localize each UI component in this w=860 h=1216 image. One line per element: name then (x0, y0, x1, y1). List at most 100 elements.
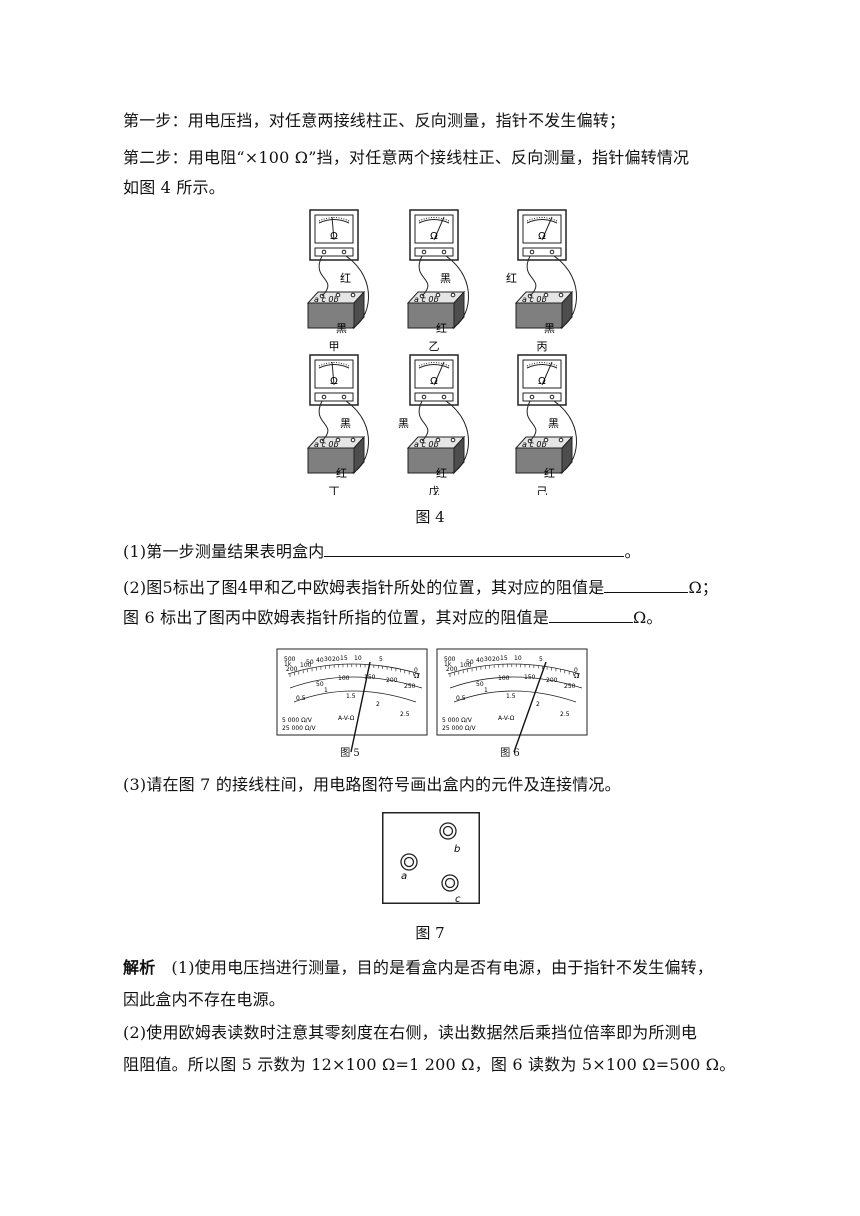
black-box-icon: a c 0b (306, 435, 366, 475)
black-box-icon: a c 0b (406, 435, 466, 475)
ohmmeter-icon: Ω (409, 354, 459, 406)
solution-label: 解析 (123, 958, 156, 977)
scale-label: 200 (446, 666, 458, 673)
scale-label: 2.5 (560, 711, 570, 718)
lead-label-top: 黑 (440, 272, 451, 285)
figure-5-caption: 图 5 (340, 748, 360, 759)
scale-label: 0 (414, 667, 418, 674)
scale-label: 10 (354, 655, 362, 662)
panel-name: 丙 (537, 340, 548, 353)
figure-6-caption: 图 6 (500, 748, 520, 759)
scale-label: 30 (484, 656, 492, 663)
ohmmeter-icon: Ω (517, 209, 567, 261)
scale-label: 50 (466, 659, 474, 666)
scale-label: 200 (386, 677, 398, 684)
terminal-b-icon[interactable] (439, 822, 457, 840)
ohm-symbol: Ω (574, 672, 580, 680)
mode-label: A-V-Ω (338, 715, 355, 722)
terminal-labels: a c 0b (314, 440, 339, 449)
lead-label-top: 黑 (340, 417, 351, 430)
scale-label: 50 (306, 659, 314, 666)
scale-label: 5 (379, 656, 383, 663)
ohmmeter-panel: Ωa c 0b 黑红丁 (306, 354, 369, 498)
ohmmeter-panel: Ωa c 0b 黑红乙 (406, 209, 469, 353)
solution-p1-cont: 因此盒内不存在电源。 (123, 990, 286, 1009)
lead-label-top: 红 (506, 272, 517, 285)
solution-p2-cont: 阻阻值。所以图 5 示数为 12×100 Ω=1 200 Ω，图 6 读数为 5… (123, 1055, 736, 1074)
terminal-a-label: a (401, 871, 407, 882)
spec-label: 25 000 Ω/V (442, 725, 477, 732)
panel-name: 戊 (429, 485, 440, 495)
scale-label: 20 (332, 656, 340, 663)
terminal-b-label: b (454, 844, 460, 855)
needle (350, 661, 371, 753)
lead-label-bottom: 黑 (336, 322, 347, 335)
solution-paragraph-1: 解析 (1)使用电压挡进行测量，目的是看盒内是否有电源，由于指针不发生偏转， (123, 957, 713, 979)
lead-label-bottom: 红 (436, 467, 447, 480)
scale-label: 15 (340, 655, 348, 662)
scale-label: 1k (444, 661, 452, 668)
scale-label: 100 (460, 662, 472, 669)
scale-label: 1 (484, 687, 488, 694)
lead-label-bottom: 红 (336, 467, 347, 480)
panel-name: 乙 (429, 340, 440, 353)
lead-label-top: 黑 (548, 417, 559, 430)
scale-label: 20 (492, 656, 500, 663)
ohm-symbol: Ω (430, 231, 438, 242)
scale-label: 500 (284, 656, 296, 663)
terminal-labels: a c 0b (414, 295, 439, 304)
question-2-line2-prefix: 图 6 标出了图丙中欧姆表指针所指的位置，其对应的阻值是 (123, 608, 549, 627)
spec-label: 5 000 Ω/V (282, 717, 313, 724)
ohm-symbol: Ω (538, 376, 546, 387)
ohmmeter-panel: Ωa c 0b 红黑丙 (506, 209, 577, 353)
scale-label: 500 (444, 656, 456, 663)
scale-label: 150 (364, 674, 376, 681)
panel-name: 丁 (329, 485, 340, 495)
scale-label: 10 (514, 655, 522, 662)
black-box-icon: a c 0b (306, 290, 366, 330)
mode-label: A-V-Ω (498, 715, 515, 722)
scale-label: 1k (284, 661, 292, 668)
spec-label: 5 000 Ω/V (442, 717, 473, 724)
ohm-symbol: Ω (430, 376, 438, 387)
scale-label: 2 (376, 701, 380, 708)
lead-label-top: 红 (340, 272, 351, 285)
question-1-suffix: 。 (624, 542, 641, 561)
spec-label: 25 000 Ω/V (282, 725, 317, 732)
terminal-a-icon[interactable] (400, 853, 418, 871)
scale-label: 0.5 (456, 695, 466, 702)
lead-label-bottom: 黑 (544, 322, 555, 335)
solution-p1: (1)使用电压挡进行测量，目的是看盒内是否有电源，由于指针不发生偏转， (171, 958, 714, 977)
terminal-labels: a c 0b (522, 295, 547, 304)
scale-label: 30 (324, 656, 332, 663)
scale-label: 1.5 (346, 693, 356, 700)
terminal-labels: a c 0b (314, 295, 339, 304)
answer-blank-2a[interactable] (604, 576, 689, 593)
scale-label: 50 (476, 681, 484, 688)
ohm-symbol: Ω (330, 376, 338, 387)
ohm-symbol: Ω (414, 672, 420, 680)
question-2-cont: 图 6 标出了图丙中欧姆表指针所指的位置，其对应的阻值是 Ω。 (123, 606, 663, 629)
terminal-c-label: c (455, 894, 461, 904)
step2-text-cont: 如图 4 所示。 (123, 178, 225, 197)
step2-text: 第二步：用电阻“×100 Ω”挡，对任意两个接线柱正、反向测量，指针偏转情况 (123, 148, 690, 167)
ohmmeter-icon: Ω (309, 354, 359, 406)
question-2-line2-unit: Ω。 (632, 608, 663, 627)
scale-label: 100 (300, 662, 312, 669)
scale-label: 150 (524, 674, 536, 681)
terminal-c-icon[interactable] (441, 874, 459, 892)
lead-label-bottom: 红 (436, 322, 447, 335)
answer-blank-1[interactable] (324, 540, 625, 557)
scale-label: 200 (546, 677, 558, 684)
question-1-prefix: (1)第一步测量结果表明盒内 (123, 542, 325, 561)
scale-label: 1.5 (506, 693, 516, 700)
question-2-unit: Ω； (688, 578, 719, 597)
panel-name: 甲 (329, 340, 340, 353)
answer-blank-2b[interactable] (548, 606, 633, 623)
figure-7: b a c (382, 812, 480, 904)
ohm-symbol: Ω (538, 231, 546, 242)
scale-label: 250 (564, 683, 576, 690)
